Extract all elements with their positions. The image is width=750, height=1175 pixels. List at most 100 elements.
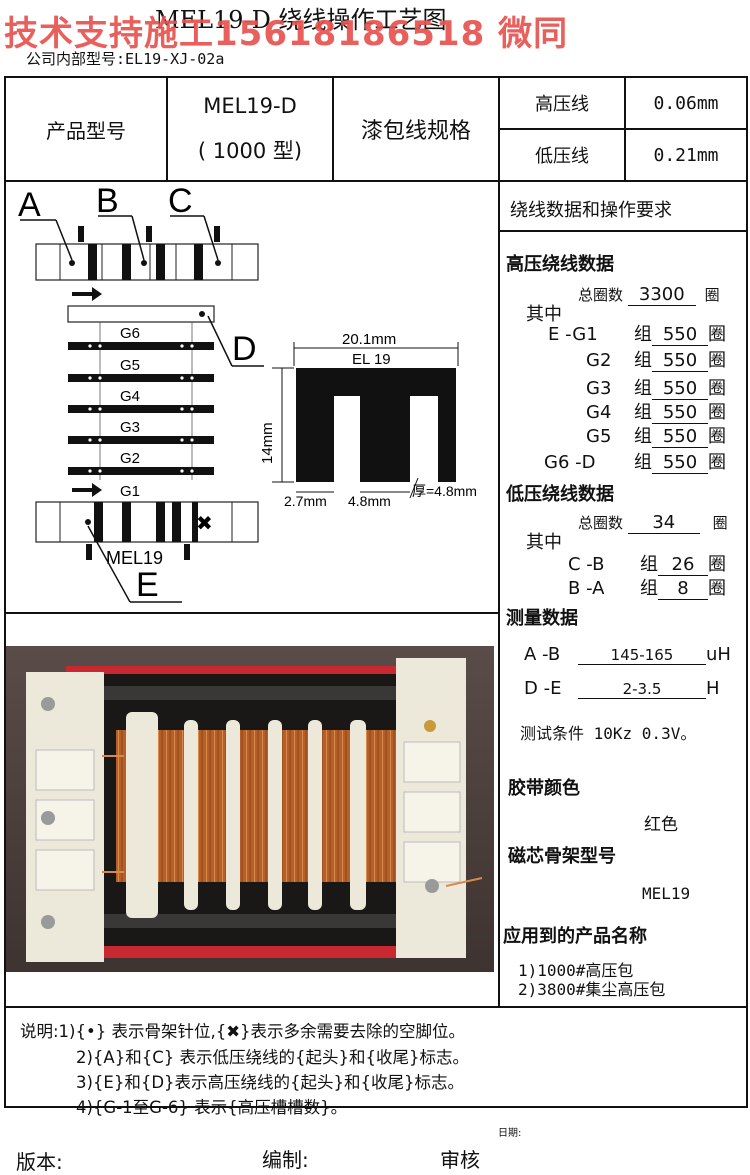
- date-label: 日期:: [498, 1128, 522, 1139]
- label-e: E: [136, 566, 159, 604]
- lv-among-label: 其中: [526, 532, 562, 553]
- hv-wire-label: 高压线: [535, 94, 589, 115]
- frame-bottom: [4, 1106, 748, 1108]
- hv-group-turns: 550: [652, 452, 708, 474]
- right-header-divider: [498, 230, 748, 232]
- measure-unit: uH: [706, 644, 731, 665]
- lv-group-turns: 8: [658, 578, 708, 600]
- measure-unit: H: [706, 678, 720, 699]
- group-word: 组: [640, 554, 658, 575]
- apply-item: 2)3800#集尘高压包: [518, 980, 666, 999]
- core-name-label: EL 19: [352, 351, 391, 368]
- hv-group-turns: 550: [652, 350, 708, 372]
- note-line-2: 2){A}和{C} 表示低压绕线的{起头}和{收尾}标志。: [76, 1048, 469, 1067]
- lv-section-title: 低压绕线数据: [506, 484, 614, 505]
- hv-group-turns: 550: [652, 426, 708, 448]
- note-line-1: 说明:1){•} 表示骨架针位,{✖}表示多余需要去除的空脚位。: [20, 1022, 466, 1041]
- hv-total-value: 3300: [627, 284, 696, 306]
- document-title: MEL19-D 绕线操作工艺图: [155, 6, 447, 34]
- watermark-text: 技术支持施工15618186518 微同: [4, 14, 569, 54]
- review-label: 审核: [440, 1148, 480, 1172]
- turn-unit: 圈: [708, 578, 726, 599]
- measure-section-title: 测量数据: [506, 608, 578, 629]
- product-value-type: ( 1000 型): [197, 139, 303, 163]
- measure-name: D -E: [524, 678, 562, 699]
- pin-c-dot: [215, 260, 221, 266]
- frame-divider-spec: [4, 180, 748, 182]
- hv-group-name: G6 -D: [544, 452, 596, 473]
- group-word: 组: [634, 426, 652, 447]
- hv-section-title: 高压绕线数据: [506, 254, 614, 275]
- diagram-photo-divider: [4, 612, 499, 614]
- hv-group-name: G5: [586, 426, 612, 447]
- lv-total-row: 总圈数 34 圈: [578, 512, 728, 534]
- pin-d-dot: [199, 311, 205, 317]
- label-d: D: [232, 330, 257, 368]
- turn-unit: 圈: [708, 350, 726, 371]
- measure-value: 2-3.5: [578, 680, 706, 699]
- turn-unit: 圈: [708, 378, 726, 399]
- core-height-label: 14mm: [259, 422, 276, 464]
- core-section-title: 磁芯骨架型号: [508, 846, 616, 867]
- tape-section-title: 胶带颜色: [508, 778, 580, 799]
- label-a: A: [18, 186, 41, 224]
- apply-item: 1)1000#高压包: [518, 961, 634, 980]
- group-word: 组: [634, 452, 652, 473]
- dim-center-label: 4.8mm: [348, 493, 391, 509]
- lv-group-turns: 26: [658, 554, 708, 576]
- group-word: 组: [640, 578, 658, 599]
- right-panel-header: 绕线数据和操作要求: [510, 200, 672, 221]
- transformer-photo: [6, 646, 494, 972]
- internal-model: 公司内部型号:EL19-XJ-02a: [26, 50, 225, 68]
- pin-e-dot: [85, 519, 91, 525]
- bottom-bobbin-strip: ✖: [35, 501, 259, 560]
- dim-thickness-label: 厚=4.8mm: [412, 483, 477, 499]
- label-c: C: [168, 182, 193, 220]
- remove-pin-icon: ✖: [196, 513, 213, 535]
- editor-label: 编制:: [262, 1148, 309, 1172]
- group-label-g4: G4: [120, 388, 140, 405]
- hv-total-unit: 圈: [704, 286, 720, 304]
- group-word: 组: [634, 324, 652, 345]
- hv-total-row: 总圈数 3300 圈: [578, 284, 720, 306]
- hv-group-name: G2: [586, 350, 612, 371]
- turn-unit: 圈: [708, 402, 726, 423]
- note-line-4: 4){G-1至G-6} 表示{高压槽槽数}。: [76, 1098, 348, 1117]
- lv-group-name: B -A: [568, 578, 605, 599]
- group-label-g5: G5: [120, 357, 140, 374]
- arrow-top-icon: [72, 287, 102, 301]
- turn-unit: 圈: [708, 324, 726, 345]
- product-value-model: MEL19-D: [203, 94, 297, 118]
- frame-right: [746, 76, 748, 1108]
- core-model-value: MEL19: [642, 884, 691, 903]
- bobbin-model-label: MEL19: [106, 548, 163, 568]
- core-width-label: 20.1mm: [342, 331, 396, 348]
- hv-group-turns: 550: [652, 378, 708, 400]
- hv-group-name: E -G1: [548, 324, 598, 345]
- frame-divider-notes: [4, 1006, 748, 1008]
- group-label-g2: G2: [120, 450, 140, 467]
- pin-a-dot: [69, 260, 75, 266]
- group-word: 组: [634, 402, 652, 423]
- spec-divider-h: [498, 128, 748, 130]
- measure-name: A -B: [524, 644, 561, 665]
- frame-top: [4, 76, 748, 78]
- lv-total-unit: 圈: [712, 514, 728, 532]
- column-divider: [498, 180, 500, 1007]
- lv-group-name: C -B: [568, 554, 605, 575]
- turn-unit: 圈: [708, 554, 726, 575]
- lv-wire-value: 0.21mm: [653, 144, 719, 166]
- pin-b-dot: [141, 260, 147, 266]
- hv-group-name: G4: [586, 402, 612, 423]
- measure-value: 145-165: [578, 646, 706, 665]
- group-label-g6: G6: [120, 325, 140, 342]
